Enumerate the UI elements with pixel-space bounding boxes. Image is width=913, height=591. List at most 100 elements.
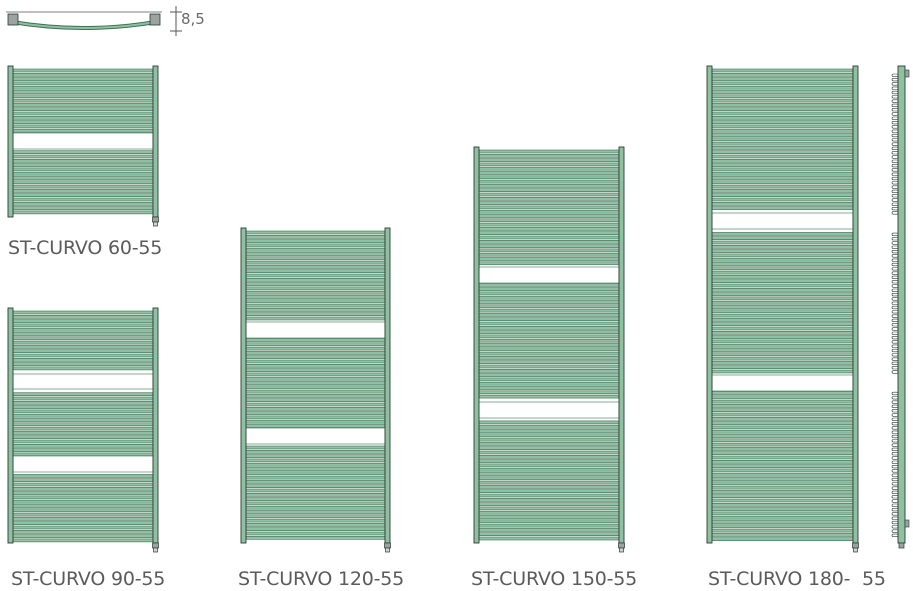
tube — [711, 85, 854, 90]
tube — [478, 227, 620, 231]
tube — [12, 167, 154, 172]
profile-tube — [891, 133, 899, 138]
tube — [711, 404, 854, 408]
tube — [245, 376, 386, 381]
profile-tube — [891, 164, 899, 168]
tube — [711, 313, 854, 318]
profile-tube — [891, 305, 899, 310]
profile-tube — [891, 121, 899, 125]
tube — [245, 424, 386, 428]
tube — [245, 295, 386, 299]
tube — [711, 232, 854, 236]
tube — [478, 368, 620, 373]
tube — [245, 269, 386, 274]
profile-tube — [891, 516, 899, 520]
tube — [245, 492, 386, 497]
tube — [12, 150, 154, 154]
tube — [12, 534, 154, 538]
valve-cap — [153, 221, 158, 227]
tube — [711, 296, 854, 301]
profile-tube — [891, 413, 899, 417]
profile-tube — [891, 168, 899, 172]
tube — [711, 395, 854, 400]
tube — [478, 188, 620, 192]
profile-tube — [891, 409, 899, 413]
tube — [12, 332, 154, 336]
tube — [478, 347, 620, 352]
tube — [478, 472, 620, 476]
tube — [12, 336, 154, 341]
tube — [478, 536, 620, 541]
tube — [478, 201, 620, 205]
tube — [245, 449, 386, 454]
tube — [711, 81, 854, 86]
tube — [12, 400, 154, 405]
profile-tube — [891, 78, 899, 82]
tube — [711, 120, 854, 124]
top-view-curve — [6, 6, 182, 36]
tube — [711, 94, 854, 99]
tube — [12, 202, 154, 206]
profile-tube — [891, 417, 899, 421]
tube — [12, 163, 154, 167]
tube — [711, 442, 854, 447]
tube — [12, 107, 154, 111]
tube — [711, 245, 854, 249]
tube — [245, 445, 386, 450]
tube — [711, 77, 854, 81]
towel-gap — [12, 455, 154, 473]
tube — [245, 316, 386, 321]
profile-tube — [891, 258, 899, 262]
right-rail — [384, 227, 391, 544]
tube — [12, 180, 154, 185]
tube — [245, 462, 386, 467]
profile-tube — [891, 421, 899, 426]
tube — [245, 501, 386, 506]
tube — [711, 318, 854, 322]
tube — [12, 171, 154, 176]
tube — [478, 510, 620, 515]
tube — [711, 339, 854, 344]
profile-tube — [891, 434, 899, 439]
valve-cap — [153, 547, 158, 553]
tube — [245, 385, 386, 390]
profile-tube — [891, 512, 899, 516]
profile-tube — [891, 353, 899, 357]
tube — [711, 528, 854, 533]
profile-tube — [891, 159, 899, 163]
tube — [478, 154, 620, 158]
profile-tube — [891, 172, 899, 176]
tube — [711, 533, 854, 537]
towel-gap — [245, 321, 386, 339]
tube — [12, 128, 154, 133]
profile-tube — [891, 95, 899, 99]
tube — [245, 282, 386, 286]
tube — [478, 343, 620, 347]
right-rail — [618, 146, 625, 544]
tube — [711, 309, 854, 314]
tube — [478, 317, 620, 322]
tube — [12, 452, 154, 457]
left-rail — [7, 307, 14, 544]
tube — [478, 480, 620, 485]
tube — [12, 349, 154, 354]
towel-gap — [12, 132, 154, 150]
tube — [12, 409, 154, 414]
tube — [478, 244, 620, 248]
profile-tube — [891, 108, 899, 112]
tube — [245, 312, 386, 317]
tube — [478, 506, 620, 511]
profile-tube — [891, 86, 899, 90]
curved-bar-inner — [11, 21, 157, 29]
profile-tube — [891, 469, 899, 473]
tube — [12, 482, 154, 487]
tube — [12, 323, 154, 328]
profile-tube — [891, 112, 899, 116]
towel-gap — [711, 212, 854, 230]
tube — [478, 252, 620, 257]
tube — [12, 77, 154, 81]
profile-tube — [891, 271, 899, 275]
tube — [245, 411, 386, 415]
tube — [12, 435, 154, 440]
tube — [478, 179, 620, 184]
